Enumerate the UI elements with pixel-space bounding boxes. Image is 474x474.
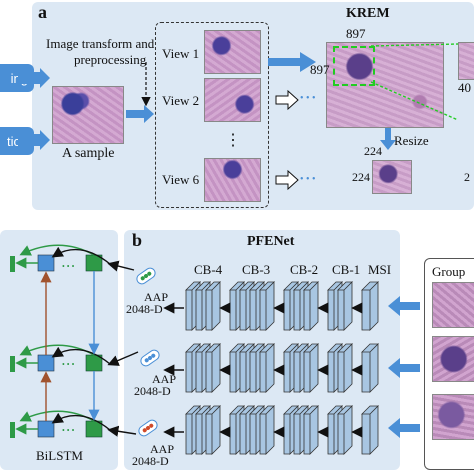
block (337, 281, 353, 331)
pfenet-title: PFENet (247, 234, 295, 249)
bilstm-dots-2: • • • (62, 360, 75, 369)
panel-a-label: a (38, 2, 47, 22)
view-1-label: View 1 (162, 46, 200, 61)
msi-label: MSI (368, 262, 392, 277)
block (205, 281, 221, 331)
dim-left: 897 (310, 62, 330, 77)
cb1-label: CB-1 (332, 262, 361, 277)
row-2-blocks (185, 343, 379, 393)
pill-arrow-top (18, 68, 50, 88)
view2-hollow-arrow (275, 89, 299, 111)
dim-label-1: 2048-D (126, 302, 163, 316)
bilstm-dots-3: • • • (62, 426, 75, 435)
out-bar-1 (10, 256, 15, 272)
group-image-1 (432, 282, 474, 328)
pfenet-arrows (163, 302, 363, 438)
view-2-hdots: • • • (300, 93, 316, 104)
view-6-hdots: • • • (300, 174, 316, 185)
dim-top: 897 (346, 26, 366, 41)
dim-right-partial: 40 (458, 80, 471, 95)
dim-label-2: 2048-D (134, 384, 171, 398)
view-vdots: ⋮ (225, 132, 241, 149)
view-1-image (204, 30, 261, 74)
resize-arrow (380, 128, 396, 150)
view-2-label: View 2 (162, 93, 200, 108)
aap-label-1: AAP (144, 290, 169, 304)
aap-glyphs (136, 267, 160, 437)
group-image-3 (432, 394, 474, 440)
pill-arrow-bottom (18, 130, 50, 150)
small-dim-left: 224 (352, 170, 370, 184)
bilstm-label: BiLSTM (36, 448, 83, 463)
right-zoom-image (458, 42, 474, 80)
zoom-line-2 (370, 81, 459, 121)
transform-text-2: preprocessing (74, 52, 147, 67)
sample-image (52, 86, 124, 144)
blue-node-2 (37, 354, 55, 372)
sample-label: A sample (62, 146, 115, 161)
cb3-label: CB-3 (242, 262, 271, 277)
bilstm-dots-1: • • • (62, 262, 75, 271)
cb4-label: CB-4 (194, 262, 223, 277)
transform-text-1: Image transform and (46, 36, 155, 51)
zoom-line-1 (370, 43, 459, 47)
view-6-image (204, 158, 261, 202)
view-6-label: View 6 (162, 172, 200, 187)
aap-to-bilstm-arrows (107, 260, 139, 437)
krem-title: KREM (346, 6, 390, 21)
block (303, 281, 319, 331)
small-dim-top: 224 (364, 144, 382, 158)
group-label: Group (432, 264, 466, 279)
dim-label-3: 2048-D (132, 454, 169, 468)
small-crop-image (372, 160, 412, 194)
crop-box (333, 46, 375, 86)
block (259, 281, 275, 331)
view-2-image (204, 78, 261, 122)
out-bar-2 (10, 356, 15, 372)
row-3-blocks (185, 405, 379, 455)
resize-label: Resize (394, 133, 429, 148)
bilstm-arrows (15, 244, 111, 435)
view1-to-crop-arrow (268, 52, 316, 72)
blue-node-1 (37, 254, 55, 272)
views-box (155, 22, 269, 208)
row-1-blocks (185, 281, 379, 331)
bilstm-nodes (10, 254, 103, 438)
panel-b-label: b (132, 230, 143, 250)
sample-to-views-arrow (126, 105, 154, 123)
group-image-2 (432, 336, 474, 382)
block (361, 281, 379, 331)
out-bar-3 (10, 422, 15, 438)
pfenet-blocks (185, 281, 379, 455)
group-input-arrows (388, 296, 420, 438)
blue-node-3 (37, 420, 55, 438)
aap-label-3: AAP (150, 442, 175, 456)
view6-hollow-arrow (275, 169, 299, 191)
far-right-partial: 2 (464, 170, 470, 184)
panel-a-arrows (18, 43, 459, 191)
cb2-label: CB-2 (290, 262, 319, 277)
